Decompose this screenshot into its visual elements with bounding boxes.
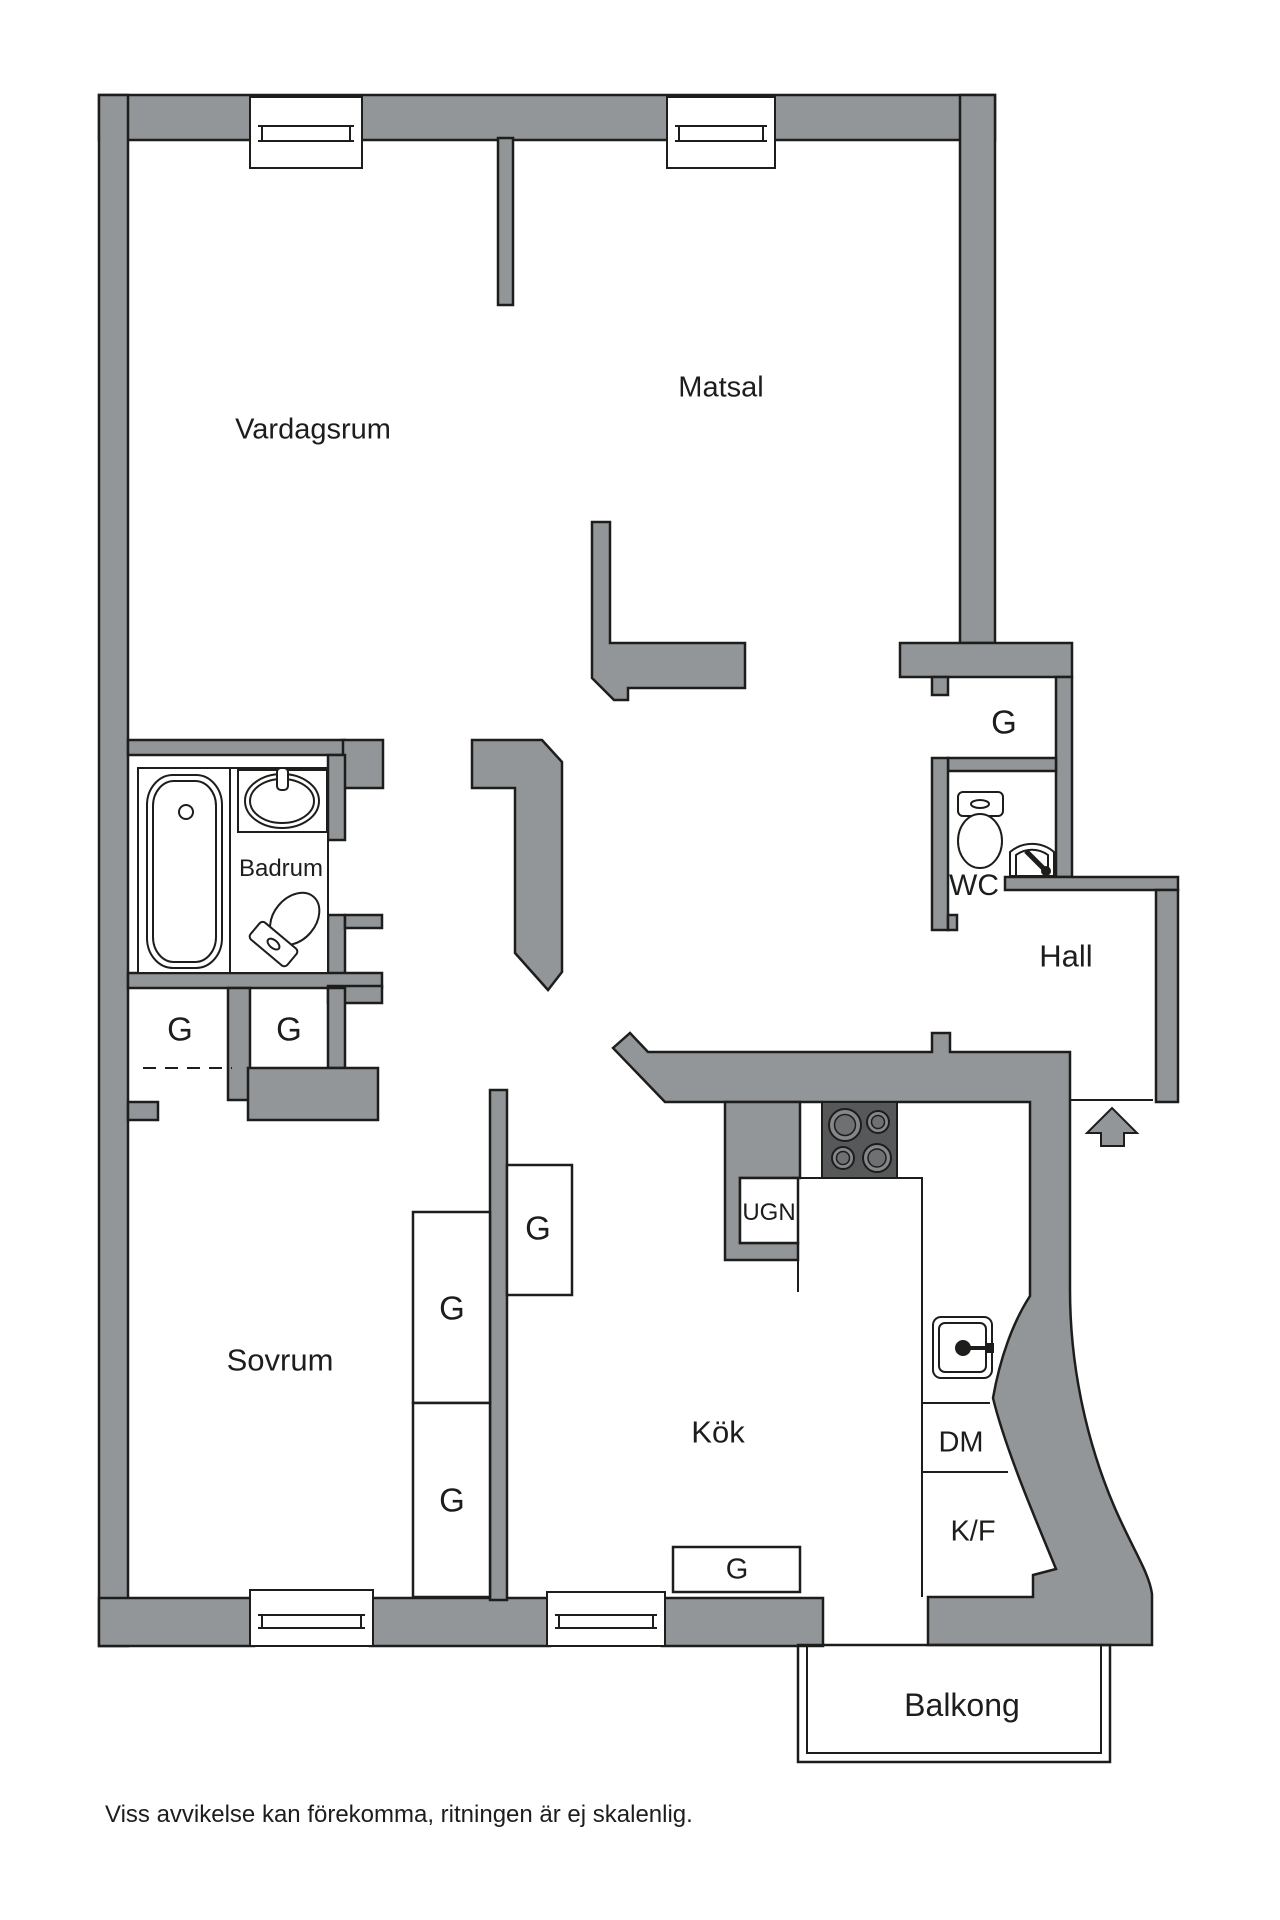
window-matsal <box>666 96 776 169</box>
room-label-balkong: Balkong <box>904 1687 1020 1723</box>
wall-pointed-bar <box>470 738 564 992</box>
wall-hall-right <box>1154 888 1180 1104</box>
closet-box-kok-lower <box>671 1545 802 1594</box>
wall-badrum-top <box>126 738 347 757</box>
wall-g-wc-divider <box>946 756 1058 773</box>
room-label-vardagsrum: Vardagsrum <box>235 413 391 446</box>
entry-group <box>1070 1099 1153 1147</box>
entry-arrow-icon <box>1084 1106 1140 1147</box>
wall-closet-right <box>326 986 347 1070</box>
wall-gcloset-stub <box>930 675 950 697</box>
wall-badrum-right-upper <box>326 753 347 842</box>
oven-box <box>738 1176 800 1245</box>
closet-label-g-hall: G <box>991 703 1017 741</box>
window-vardagsrum <box>249 96 363 169</box>
closet-label-g-kok-lower: G <box>725 1553 749 1586</box>
bathroom-sink-icon <box>237 767 328 833</box>
room-label-matsal: Matsal <box>678 371 764 404</box>
wall-badrum-right-stub <box>343 913 384 930</box>
wc-fixtures <box>957 791 1055 877</box>
room-label-badrum: Badrum <box>238 855 324 882</box>
closet-box-kok-upper <box>505 1163 574 1297</box>
window-sovrum <box>249 1589 374 1647</box>
closet-label-g-sovrum-1: G <box>439 1289 465 1327</box>
closet-box-sovrum-1 <box>411 1210 492 1405</box>
kitchen-sink-icon <box>932 1316 994 1379</box>
closet-label-g-sovrum-2: G <box>439 1481 465 1519</box>
walls-layer <box>97 93 1180 1648</box>
wall-closet-divider <box>226 986 252 1102</box>
room-label-hall: Hall <box>1039 938 1093 974</box>
closet-label-g-left: G <box>167 1010 193 1048</box>
corner-sink-icon <box>1009 842 1055 877</box>
wall-top <box>97 93 997 142</box>
wall-vardagsrum-south <box>341 738 385 790</box>
appliance-label-dm: DM <box>938 1426 984 1459</box>
wall-gcloset-right <box>1054 675 1074 879</box>
wall-hall-top <box>1003 875 1180 892</box>
balcony-outline <box>796 1643 1112 1764</box>
closet-boxes <box>411 1163 802 1599</box>
windows-layer <box>249 96 776 1647</box>
appliance-label-ugn: UGN <box>742 1199 796 1226</box>
wall-corridor-L <box>590 520 747 702</box>
wall-kitchen-curve <box>611 1031 1154 1647</box>
disclaimer-text: Viss avvikelse kan förekomma, ritningen … <box>105 1801 693 1828</box>
room-label-sovrum: Sovrum <box>226 1342 334 1378</box>
closet-label-g-right: G <box>276 1010 302 1048</box>
bathtub-icon <box>146 774 223 969</box>
wall-bottom-1 <box>97 1596 256 1648</box>
wall-sovrum-kok <box>488 1088 509 1602</box>
appliance-label-kf: K/F <box>950 1515 996 1548</box>
wall-matsal-right <box>958 93 997 645</box>
closet-box-sovrum-2 <box>411 1401 492 1599</box>
wall-closet-front <box>246 1066 380 1122</box>
wall-bottom-3 <box>660 1596 825 1648</box>
room-label-wc: WC <box>949 869 999 902</box>
toilet-icon <box>248 891 321 968</box>
wall-gcloset-top <box>898 641 1074 679</box>
wall-left <box>97 93 130 1648</box>
wall-sovrum-stub <box>126 1100 160 1122</box>
kitchen-layer <box>738 1101 1008 1597</box>
room-label-kok: Kök <box>691 1414 745 1450</box>
closet-label-g-kok-upper: G <box>525 1209 551 1247</box>
badrum-fixtures <box>137 767 329 974</box>
wall-wc-left <box>930 756 950 932</box>
stove-icon <box>821 1101 898 1179</box>
window-kok <box>546 1591 666 1647</box>
wall-bottom-2 <box>368 1596 552 1648</box>
wall-wc-foot <box>946 913 959 932</box>
wall-room-divider <box>496 136 515 307</box>
wc-toilet-icon <box>957 791 1004 869</box>
